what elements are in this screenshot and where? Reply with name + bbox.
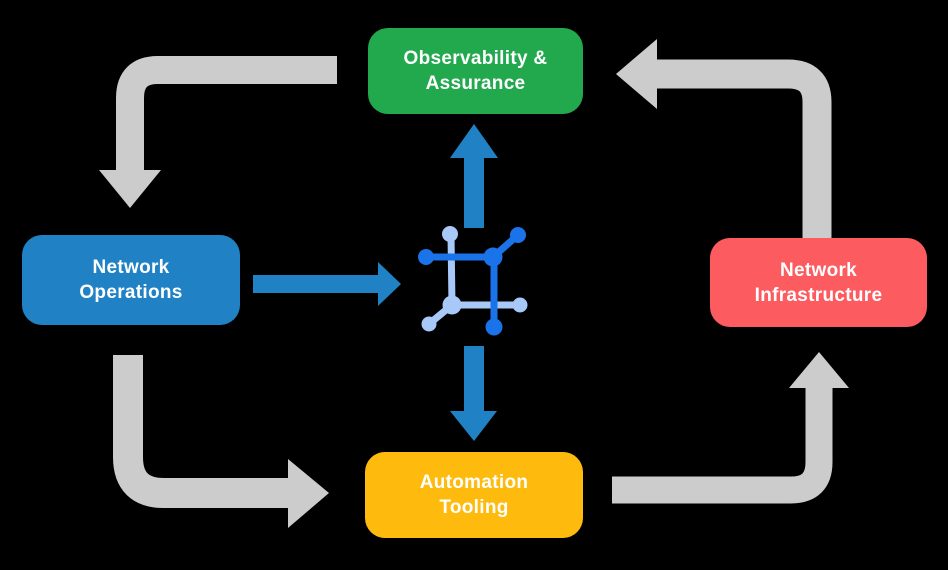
node-observability-assurance: Observability & Assurance — [368, 28, 583, 114]
arrow-infrastructure-to-observability — [616, 39, 832, 238]
node-label-line: Network — [779, 259, 858, 281]
arrow-observability-to-operations — [99, 56, 337, 208]
arrow-tooling-to-infrastructure — [612, 352, 849, 504]
arrow-center-to-observability — [450, 124, 498, 228]
node-label-line: Automation — [419, 472, 529, 493]
node-network-infrastructure: Network Infrastructure — [710, 238, 927, 327]
node-automation-tooling: Automation Tooling — [365, 452, 583, 538]
node-label-line: Assurance — [425, 73, 526, 94]
node-label-line: Observability & — [403, 48, 548, 69]
node-label-line: Tooling — [439, 497, 509, 518]
node-label-line: Network — [92, 257, 170, 278]
node-network-operations: Network Operations — [22, 235, 240, 325]
arrow-center-to-tooling — [450, 346, 497, 441]
node-label-line: Infrastructure — [754, 284, 883, 306]
arrow-operations-to-tooling — [113, 355, 329, 528]
arrow-operations-to-center — [253, 262, 401, 306]
network-mesh-icon — [418, 226, 528, 336]
node-label-line: Operations — [79, 282, 183, 303]
